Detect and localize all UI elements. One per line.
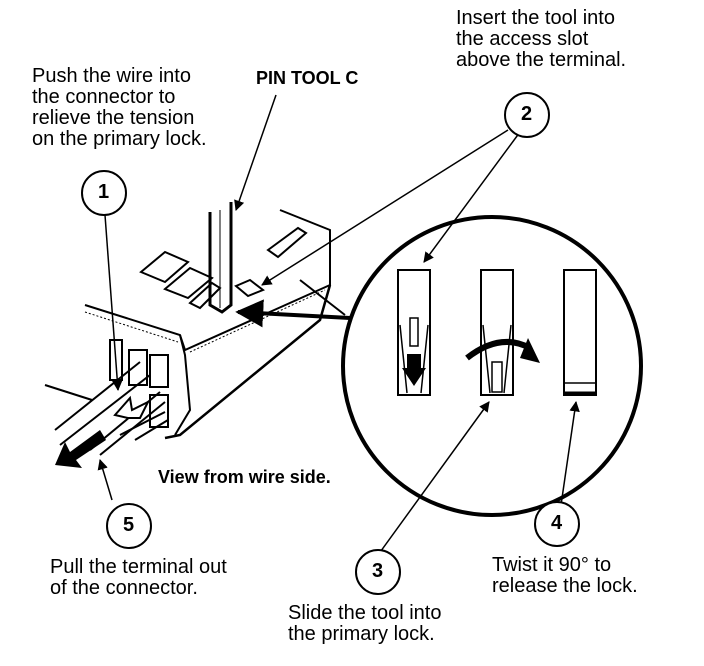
- step-1-text: Push the wire into the connector to reli…: [32, 65, 207, 150]
- step-2-text: Insert the tool into the access slot abo…: [456, 7, 627, 71]
- connector-body: [84, 209, 332, 440]
- callout-3: [355, 549, 401, 595]
- callout-4-number: 4: [551, 512, 563, 534]
- push-arrow: [113, 395, 151, 419]
- callout-2: [504, 92, 550, 138]
- callout-1-number: 1: [98, 181, 110, 203]
- callout-3-number: 3: [372, 560, 384, 582]
- view-label: View from wire side.: [158, 467, 331, 487]
- callout-1: [81, 170, 127, 216]
- callout-5: [106, 503, 152, 549]
- step-5-text: Pull the terminal out of the connector.: [50, 556, 227, 599]
- magnified-view: [341, 215, 643, 517]
- callout-2-number: 2: [521, 103, 533, 125]
- callout-5-number: 5: [123, 514, 135, 536]
- step-4-text: Twist it 90° to release the lock.: [492, 554, 638, 597]
- wires: [44, 361, 169, 456]
- step-3-text: Slide the tool into the primary lock.: [288, 602, 442, 645]
- leader-lines: [97, 94, 580, 556]
- pull-arrow: [55, 430, 106, 468]
- callout-4: [534, 501, 580, 547]
- pin-tool: [208, 202, 233, 314]
- pin-tool-label: PIN TOOL C: [256, 68, 359, 88]
